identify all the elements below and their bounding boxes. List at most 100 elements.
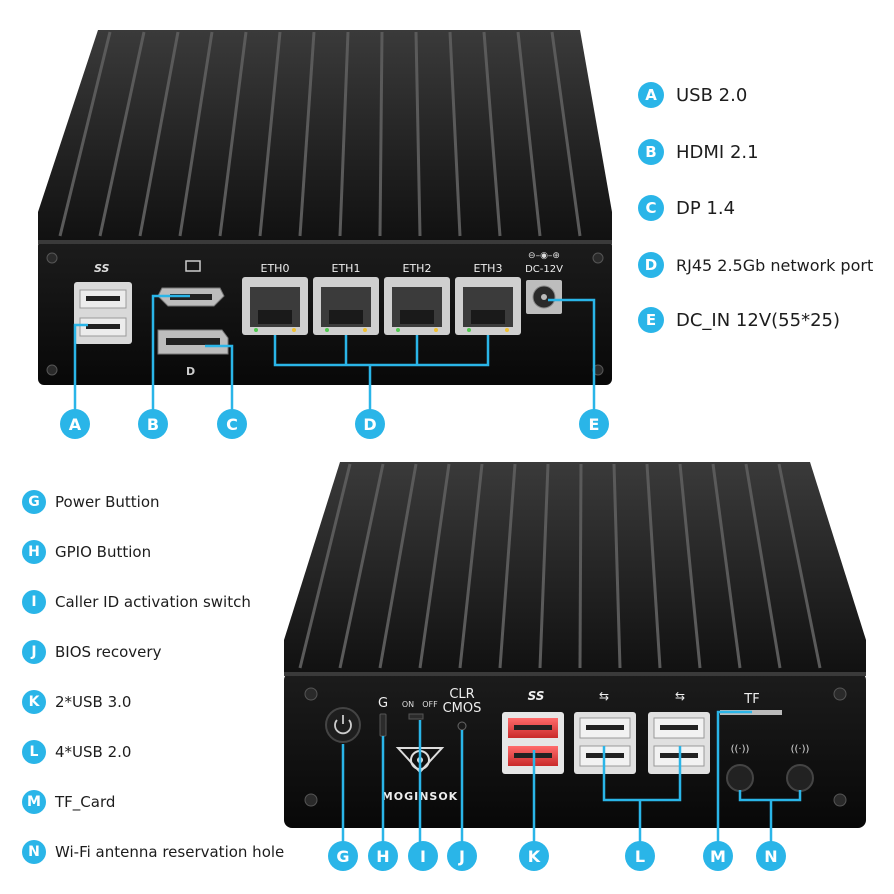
legend-text-g: Power Buttion <box>55 493 160 511</box>
legend-text-j: BIOS recovery <box>55 643 162 661</box>
svg-text:⊖–◉–⊕: ⊖–◉–⊕ <box>528 251 560 261</box>
legend-text-n: Wi-Fi antenna reservation hole <box>55 843 285 861</box>
gpio-label: G <box>378 696 388 711</box>
ethernet-port-eth1: ETH1 <box>313 262 379 335</box>
callout-g-letter: G <box>336 847 349 866</box>
callout-k: K <box>519 841 549 871</box>
top-usb-label: SS <box>94 262 110 275</box>
top-callouts: A B C D E <box>60 409 609 439</box>
legend-text-a: USB 2.0 <box>676 84 748 106</box>
eth1-label: ETH1 <box>332 262 361 275</box>
legend-item-m: M TF_Card <box>22 790 115 814</box>
legend-text-d: RJ45 2.5Gb network port <box>676 255 874 275</box>
top-usb-port-a: SS <box>74 262 132 344</box>
legend-badge-k: K <box>22 690 46 714</box>
legend-item-n: N Wi-Fi antenna reservation hole <box>22 840 284 864</box>
callout-b-letter: B <box>147 415 159 434</box>
svg-text:((·)): ((·)) <box>731 744 750 755</box>
callout-e-letter: E <box>589 415 600 434</box>
callout-j-letter: J <box>458 847 465 866</box>
top-device-fins <box>38 30 612 240</box>
usb3-ports-k: SS <box>502 689 564 774</box>
legend-text-b: HDMI 2.1 <box>676 141 759 163</box>
svg-text:((·)): ((·)) <box>791 744 810 755</box>
legend-text-m: TF_Card <box>55 793 116 811</box>
callout-j: J <box>447 841 477 871</box>
legend-text-i: Caller ID activation switch <box>55 593 251 611</box>
legend-text-k: 2*USB 3.0 <box>55 693 132 711</box>
legend-badge-i: I <box>22 590 46 614</box>
switch-off-label: OFF <box>422 700 438 709</box>
eth3-label: ETH3 <box>474 262 503 275</box>
callout-a: A <box>60 409 90 439</box>
legend-item-b: B HDMI 2.1 <box>638 139 759 165</box>
callout-k-letter: K <box>528 847 541 866</box>
svg-text:⇆: ⇆ <box>599 689 609 703</box>
legend-badge-h: H <box>22 540 46 564</box>
legend-badge-m: M <box>22 790 46 814</box>
legend-item-d: D RJ45 2.5Gb network port <box>638 252 873 278</box>
ethernet-port-eth3: ETH3 <box>455 262 521 335</box>
legend-item-j: J BIOS recovery <box>22 640 161 664</box>
bottom-callouts: G H I J K L M N <box>328 841 786 871</box>
clr-cmos-button-j: CLR CMOS <box>443 687 482 731</box>
callout-d-letter: D <box>363 415 376 434</box>
usb3-label: SS <box>528 689 545 703</box>
ethernet-port-eth2: ETH2 <box>384 262 450 335</box>
callout-l: L <box>625 841 655 871</box>
top-ethernet-ports-d: ETH0 ETH1 ETH2 <box>242 262 521 335</box>
legend-item-i: I Caller ID activation switch <box>22 590 251 614</box>
legend-item-c: C DP 1.4 <box>638 195 735 221</box>
legend-text-e: DC_IN 12V(55*25) <box>676 309 840 331</box>
legend-badge-n: N <box>22 840 46 864</box>
callout-b: B <box>138 409 168 439</box>
legend-item-g: G Power Buttion <box>22 490 160 514</box>
legend-text-h: GPIO Buttion <box>55 543 152 561</box>
switch-on-label: ON <box>402 700 414 709</box>
legend-badge-b: B <box>638 139 664 165</box>
svg-text:D: D <box>186 365 195 378</box>
callout-d: D <box>355 409 385 439</box>
cmos-label: CMOS <box>443 701 482 716</box>
svg-text:⇆: ⇆ <box>675 689 685 703</box>
bottom-callout-lines <box>341 710 802 842</box>
legend-badge-d: D <box>638 252 664 278</box>
callout-m: M <box>703 841 733 871</box>
legend-item-e: E DC_IN 12V(55*25) <box>638 307 840 333</box>
bottom-device-fins <box>284 462 866 672</box>
legend-badge-g: G <box>22 490 46 514</box>
callout-n-letter: N <box>764 847 777 866</box>
callout-c-letter: C <box>226 415 238 434</box>
callout-i: I <box>408 841 438 871</box>
legend-item-h: H GPIO Buttion <box>22 540 151 564</box>
callout-n: N <box>756 841 786 871</box>
legend-text-c: DP 1.4 <box>676 197 736 219</box>
legend-badge-j: J <box>22 640 46 664</box>
legend-text-l: 4*USB 2.0 <box>55 743 132 761</box>
top-dc-jack-e: ⊖–◉–⊕ DC-12V <box>525 251 563 314</box>
callout-g: G <box>328 841 358 871</box>
bottom-device: G ON OFF CLR CMOS MOGINSOK SS <box>284 462 866 842</box>
callout-l-letter: L <box>635 847 645 866</box>
legend-badge-e: E <box>638 307 664 333</box>
legend-badge-l: L <box>22 740 46 764</box>
power-button-g <box>325 707 361 743</box>
callout-i-letter: I <box>420 847 426 866</box>
eth0-label: ETH0 <box>261 262 290 275</box>
callout-c: C <box>217 409 247 439</box>
callout-h: H <box>368 841 398 871</box>
legend-item-a: A USB 2.0 <box>638 82 747 108</box>
caller-id-switch-i: ON OFF <box>402 700 438 720</box>
callout-m-letter: M <box>710 847 726 866</box>
legend-badge-a: A <box>638 82 664 108</box>
ethernet-port-eth0: ETH0 <box>242 262 308 335</box>
legend-item-k: K 2*USB 3.0 <box>22 690 131 714</box>
legend-badge-c: C <box>638 195 664 221</box>
clr-label: CLR <box>449 687 474 702</box>
tf-label: TF <box>743 692 759 707</box>
legend-item-l: L 4*USB 2.0 <box>22 740 131 764</box>
callout-e: E <box>579 409 609 439</box>
eth2-label: ETH2 <box>403 262 432 275</box>
callout-h-letter: H <box>376 847 389 866</box>
